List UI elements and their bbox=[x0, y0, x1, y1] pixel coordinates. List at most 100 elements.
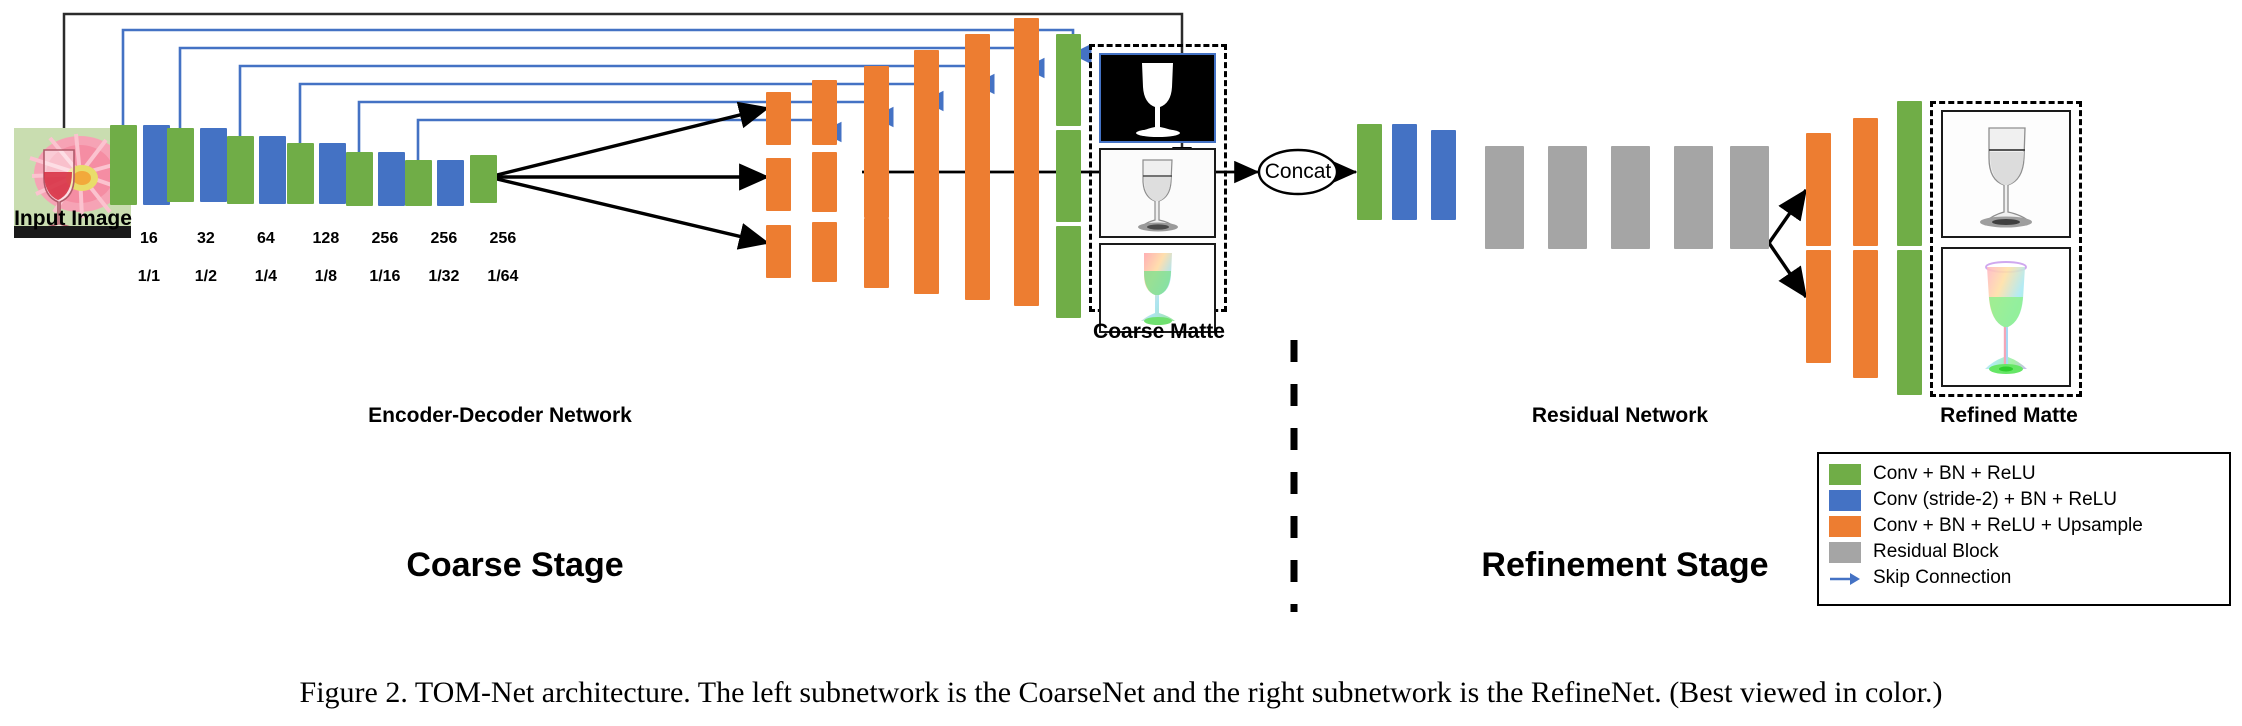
refinement-stage-label: Refinement Stage bbox=[1481, 546, 1769, 584]
legend-item-conv-bn-relu: Conv + BN + ReLU bbox=[1829, 461, 2229, 487]
legend-item-skip-connection: Skip Connection bbox=[1829, 565, 2229, 591]
residual-block-2 bbox=[1548, 146, 1587, 249]
decoder-upsample-block-c5 bbox=[965, 210, 990, 300]
encoder-scale-3: 1/4 bbox=[254, 268, 278, 285]
decoder-upsample-block-b5 bbox=[965, 122, 990, 224]
decoder-upsample-block-b1 bbox=[766, 158, 791, 211]
decoder-upsample-block-c4 bbox=[914, 214, 939, 294]
legend-box: Conv + BN + ReLU Conv (stride-2) + BN + … bbox=[1817, 452, 2231, 606]
decoder-upsample-block-c1 bbox=[766, 225, 791, 278]
residual-block-5 bbox=[1730, 146, 1769, 249]
encoder-scale-5: 1/16 bbox=[369, 268, 401, 285]
encoder-scale-4: 1/8 bbox=[314, 268, 338, 285]
decoder-upsample-block-a2 bbox=[812, 80, 837, 145]
encoder-stride2-block-1 bbox=[143, 125, 170, 205]
bottleneck-branches bbox=[496, 101, 770, 250]
encoder-scale-7: 1/64 bbox=[487, 268, 519, 285]
encoder-channels-2: 32 bbox=[196, 230, 215, 247]
encoder-stride2-block-3 bbox=[259, 136, 286, 204]
concat-label: Concat bbox=[1264, 160, 1332, 183]
refine-output-conv-a bbox=[1897, 101, 1922, 246]
encoder-block-label-2: 32 1/2 bbox=[149, 210, 245, 305]
encoder-block-label-6: 256 1/32 bbox=[387, 210, 483, 305]
legend-label-conv-upsample: Conv + BN + ReLU + Upsample bbox=[1873, 515, 2143, 536]
encoder-conv-block-2 bbox=[167, 128, 194, 202]
refine-stride2-block-1 bbox=[1392, 124, 1417, 220]
refinenet-branches bbox=[1767, 188, 1808, 299]
legend-swatch-residual-block bbox=[1829, 541, 1861, 563]
legend-swatch-conv-upsample bbox=[1829, 515, 1861, 537]
encoder-conv-block-3 bbox=[227, 136, 254, 204]
legend-item-conv-stride2: Conv (stride-2) + BN + ReLU bbox=[1829, 487, 2229, 513]
encoder-channels-3: 64 bbox=[256, 230, 275, 247]
legend-label-skip-connection: Skip Connection bbox=[1873, 567, 2012, 588]
refined-matte-flow-image bbox=[1941, 247, 2071, 387]
encoder-conv-block-4 bbox=[287, 143, 314, 204]
coarse-output-conv-flow bbox=[1056, 226, 1081, 318]
refine-output-conv-b bbox=[1897, 250, 1922, 395]
refine-upsample-block-a2 bbox=[1853, 118, 1878, 246]
refine-upsample-block-b2 bbox=[1853, 250, 1878, 378]
decoder-upsample-block-c3 bbox=[864, 218, 889, 288]
coarse-matte-mask-image bbox=[1099, 53, 1216, 143]
decoder-upsample-block-a3 bbox=[864, 66, 889, 145]
legend-arrow-icon bbox=[1829, 568, 1861, 589]
concat-node: Concat bbox=[1257, 148, 1339, 196]
refine-conv-block-1 bbox=[1357, 124, 1382, 220]
legend-swatch-conv-stride2 bbox=[1829, 489, 1861, 511]
encoder-channels-1: 16 bbox=[139, 230, 158, 247]
legend-label-conv-bn-relu: Conv + BN + ReLU bbox=[1873, 463, 2036, 484]
residual-block-1 bbox=[1485, 146, 1524, 249]
encoder-block-label-1: 16 1/1 bbox=[92, 210, 188, 305]
decoder-upsample-block-b4 bbox=[914, 132, 939, 222]
encoder-conv-block-6 bbox=[405, 160, 432, 206]
figure-caption: Figure 2. TOM-Net architecture. The left… bbox=[299, 676, 1943, 709]
refine-upsample-block-a1 bbox=[1806, 133, 1831, 246]
residual-network-label: Residual Network bbox=[1531, 404, 1709, 427]
encoder-scale-1: 1/1 bbox=[137, 268, 161, 285]
encoder-channels-6: 256 bbox=[430, 230, 458, 247]
residual-block-3 bbox=[1611, 146, 1650, 249]
residual-block-4 bbox=[1674, 146, 1713, 249]
encoder-conv-block-1 bbox=[110, 125, 137, 205]
decoder-upsample-block-b2 bbox=[812, 152, 837, 212]
coarse-stage-label: Coarse Stage bbox=[406, 546, 624, 584]
coarse-matte-attenuation-image bbox=[1099, 148, 1216, 238]
refined-matte-group bbox=[1930, 101, 2082, 397]
legend-item-conv-upsample: Conv + BN + ReLU + Upsample bbox=[1829, 513, 2229, 539]
encoder-block-label-7: 256 1/64 bbox=[446, 210, 542, 305]
encoder-channels-4: 128 bbox=[312, 230, 340, 247]
decoder-upsample-block-a1 bbox=[766, 92, 791, 145]
decoder-upsample-block-a4 bbox=[914, 50, 939, 145]
encoder-block-label-4: 128 1/8 bbox=[269, 210, 365, 305]
refined-matte-attenuation-image bbox=[1941, 110, 2071, 238]
encoder-stride2-block-4 bbox=[319, 143, 346, 204]
encoder-scale-2: 1/2 bbox=[194, 268, 218, 285]
encoder-scale-6: 1/32 bbox=[428, 268, 460, 285]
encoder-stride2-block-2 bbox=[200, 128, 227, 202]
legend-label-residual-block: Residual Block bbox=[1873, 541, 1999, 562]
encoder-channels-7: 256 bbox=[489, 230, 517, 247]
coarse-matte-label: Coarse Matte bbox=[1093, 320, 1225, 343]
decoder-upsample-block-b3 bbox=[864, 142, 889, 218]
coarse-output-conv-mask bbox=[1056, 34, 1081, 126]
refined-matte-label: Refined Matte bbox=[1940, 404, 2078, 427]
encoder-block-label-3: 64 1/4 bbox=[209, 210, 305, 305]
encoder-decoder-network-label: Encoder-Decoder Network bbox=[368, 404, 632, 427]
encoder-block-label-5: 256 1/16 bbox=[328, 210, 424, 305]
decoder-upsample-block-c2 bbox=[812, 222, 837, 282]
coarse-output-conv-rho bbox=[1056, 130, 1081, 222]
coarse-matte-flow-image bbox=[1099, 243, 1216, 333]
input-image-label: Input Image bbox=[14, 207, 132, 230]
encoder-stride2-block-5 bbox=[378, 152, 405, 206]
legend-swatch-conv-bn-relu bbox=[1829, 463, 1861, 485]
refine-stride2-block-2 bbox=[1431, 130, 1456, 220]
encoder-channels-5: 256 bbox=[371, 230, 399, 247]
refine-upsample-block-b1 bbox=[1806, 250, 1831, 363]
legend-item-residual-block: Residual Block bbox=[1829, 539, 2229, 565]
encoder-conv-block-7 bbox=[470, 155, 497, 203]
encoder-stride2-block-6 bbox=[437, 160, 464, 206]
decoder-upsample-block-c6 bbox=[1014, 206, 1039, 306]
legend-label-conv-stride2: Conv (stride-2) + BN + ReLU bbox=[1873, 489, 2117, 510]
